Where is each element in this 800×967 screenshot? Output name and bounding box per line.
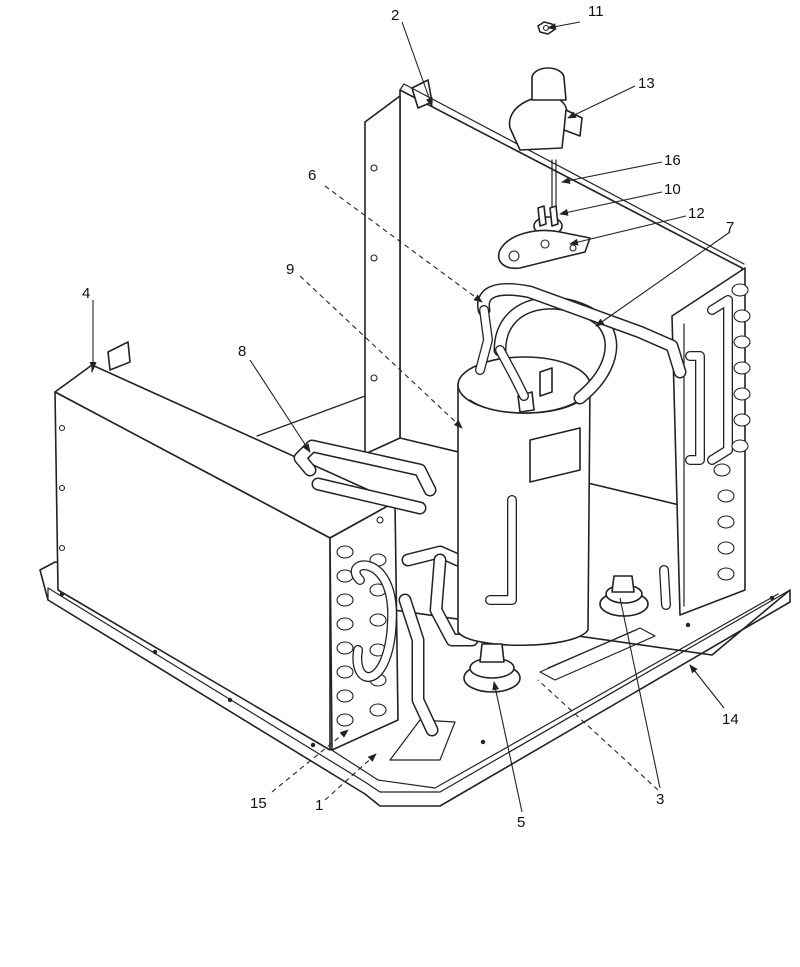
terminal-nut bbox=[537, 21, 555, 35]
callout-16: 16 bbox=[664, 152, 681, 169]
wire-lead bbox=[551, 159, 557, 213]
callout-10: 10 bbox=[664, 181, 681, 198]
callout-15: 15 bbox=[250, 795, 267, 812]
isolator-mounts bbox=[463, 575, 649, 693]
callout-9: 9 bbox=[286, 261, 294, 278]
callout-labels: 1 2 3 4 5 6 7 8 9 10 11 12 13 14 15 16 bbox=[82, 3, 739, 831]
callout-5: 5 bbox=[517, 814, 525, 831]
callout-12: 12 bbox=[688, 205, 705, 222]
leader-lines bbox=[89, 21, 731, 813]
callout-4: 4 bbox=[82, 285, 90, 302]
callout-2: 2 bbox=[391, 7, 399, 24]
callout-7: 7 bbox=[726, 219, 734, 236]
evaporator-fins bbox=[713, 283, 751, 581]
terminal-cover bbox=[508, 67, 583, 151]
callout-1: 1 bbox=[315, 797, 323, 814]
callout-11: 11 bbox=[588, 3, 604, 20]
callout-6: 6 bbox=[308, 167, 316, 184]
capillary-loop bbox=[293, 439, 437, 515]
evaporator-coil bbox=[659, 267, 751, 616]
callout-14: 14 bbox=[722, 711, 739, 728]
callout-8: 8 bbox=[238, 343, 246, 360]
gasket bbox=[498, 229, 591, 270]
callout-3: 3 bbox=[656, 791, 664, 808]
callout-13: 13 bbox=[638, 75, 655, 92]
